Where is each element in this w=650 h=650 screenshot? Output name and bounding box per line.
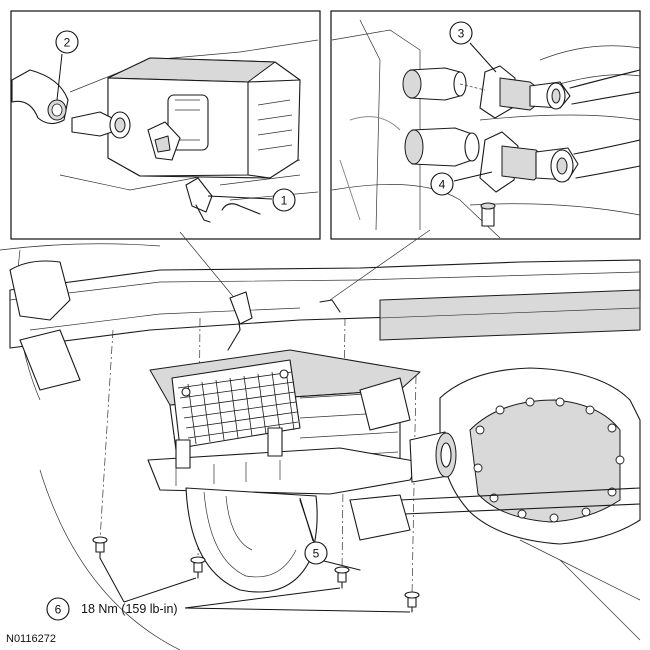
callout-2-label: 2	[64, 36, 71, 50]
evap-canister-icon	[71, 57, 301, 179]
callout-1: 1	[207, 188, 296, 212]
callout-3: 3	[449, 21, 497, 73]
evap-canister-main-icon	[147, 349, 421, 495]
callout-1-label: 1	[281, 194, 288, 208]
hose-icon	[11, 69, 69, 125]
callout-6-label: 6	[55, 603, 62, 617]
torque-spec-label: 18 Nm (159 lb-in)	[81, 602, 178, 616]
quick-connect-coupling-icon	[459, 65, 571, 119]
vent-connector-icon	[185, 177, 261, 223]
torque-leaders	[99, 557, 411, 613]
bolt-icon	[92, 536, 108, 559]
figure-id: N0116272	[6, 633, 56, 645]
callout-4: 4	[430, 171, 493, 196]
rear-differential-icon	[399, 367, 641, 641]
bolt-icon	[190, 556, 206, 579]
main-view: 5 6 18 Nm (159 lb-in)	[0, 229, 641, 650]
wheel-icon	[185, 487, 318, 593]
callout-6: 6	[46, 597, 70, 621]
quick-connect-coupling-icon	[479, 131, 579, 193]
callout-2: 2	[55, 30, 79, 101]
callout-5: 5	[299, 497, 328, 565]
callout-3-label: 3	[458, 27, 465, 41]
callout-4-label: 4	[439, 178, 446, 192]
detail-view-right: 3 4	[330, 10, 641, 240]
callout-5-label: 5	[313, 547, 320, 561]
detail-view-left: 2 1	[10, 10, 321, 240]
bolt-icon	[404, 591, 420, 613]
bolt-icon	[334, 566, 350, 589]
